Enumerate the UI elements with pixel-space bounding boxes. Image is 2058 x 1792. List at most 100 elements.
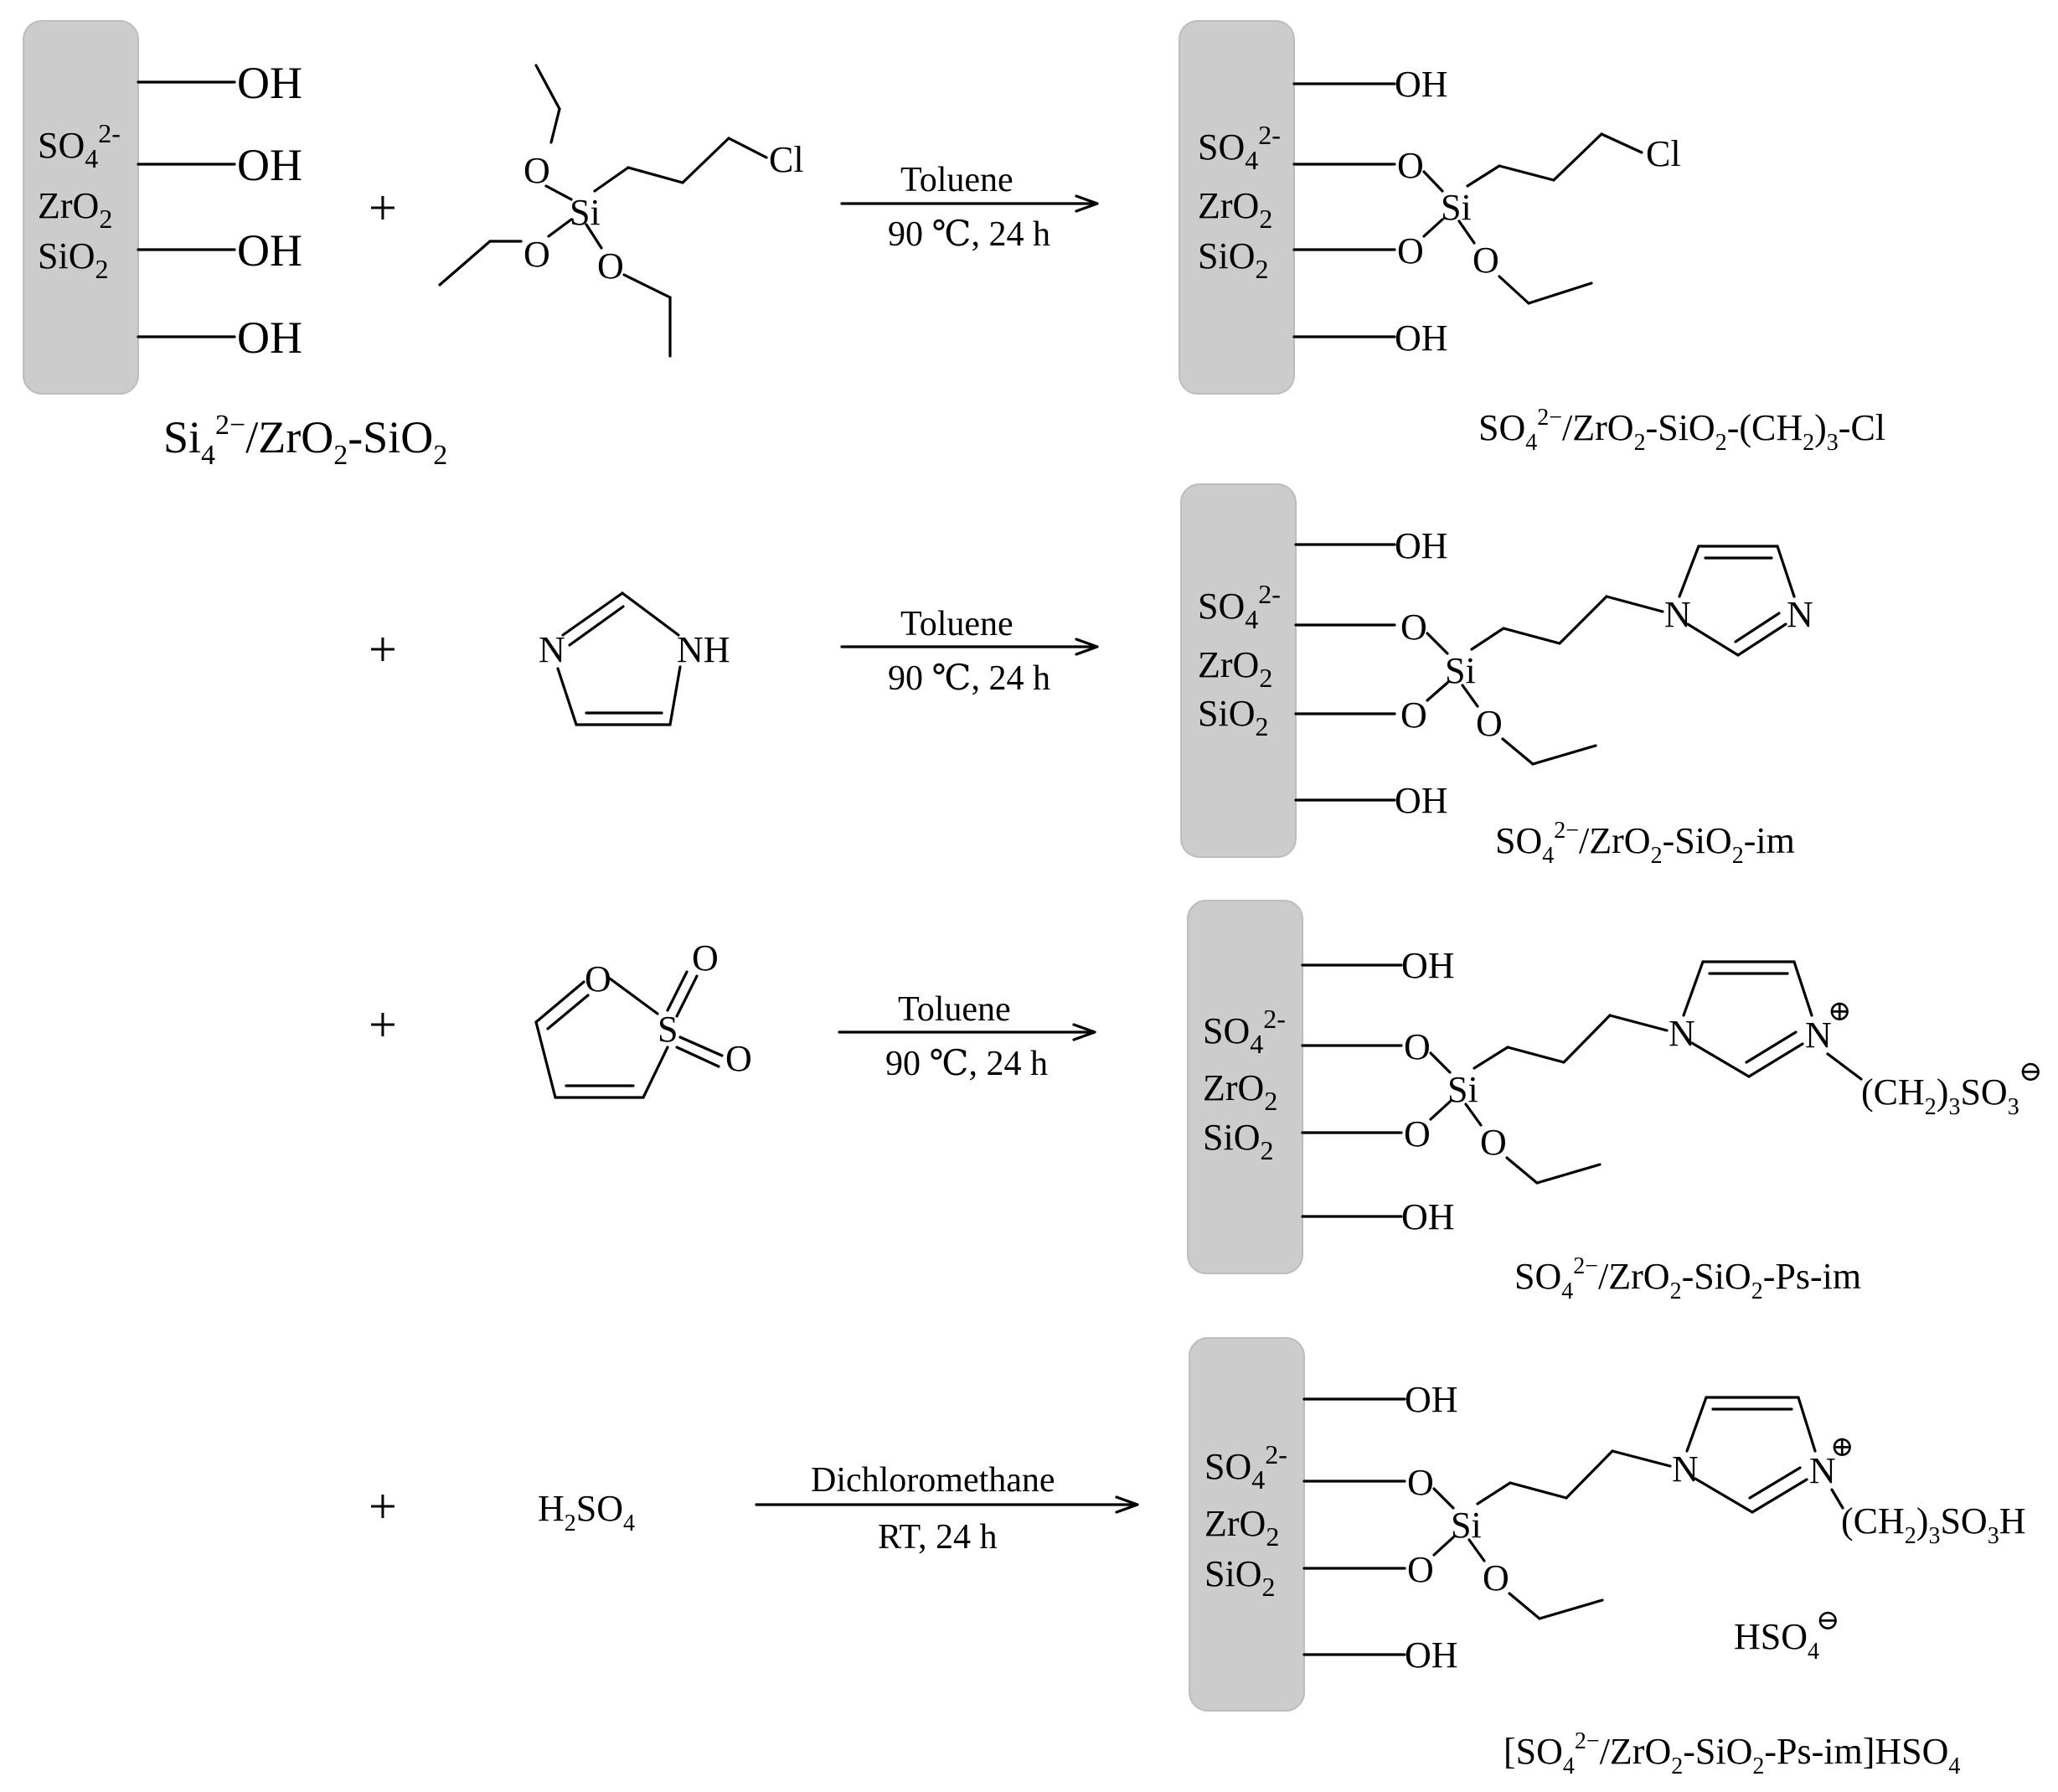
condition-solvent: Toluene — [898, 990, 1011, 1029]
support-label-so4: SO42- — [1203, 1004, 1286, 1059]
oxygen-atom: O — [692, 937, 719, 979]
oxygen-atom: O — [524, 150, 550, 191]
reaction-arrow-4: Dichloromethane RT, 24 h — [755, 1461, 1139, 1557]
silicon-atom: Si — [1445, 650, 1476, 691]
hydroxyl-label: OH — [237, 312, 302, 363]
condition-detail: 90 ℃, 24 h — [885, 1045, 1048, 1083]
reaction-arrow-2: Toluene 90 ℃, 24 h — [840, 605, 1099, 698]
oxygen-atom: O — [1404, 1026, 1431, 1067]
negative-charge: ⊖ — [1816, 1605, 1840, 1636]
nitrogen-atom: N — [1787, 594, 1813, 635]
support-label-sio2: SiO2 — [1203, 1117, 1273, 1165]
hydroxyl-label: OH — [1395, 780, 1448, 821]
positive-charge: ⊕ — [1828, 996, 1852, 1027]
sulfur-atom: S — [658, 1009, 678, 1050]
support-label-sio2: SiO2 — [1198, 235, 1268, 284]
hydroxyl-label: OH — [1405, 1379, 1458, 1420]
nh-group: NH — [677, 629, 730, 670]
support-label-zro2: ZrO2 — [1198, 185, 1272, 234]
condition-detail: 90 ℃, 24 h — [888, 215, 1050, 254]
silicon-atom: Si — [570, 192, 601, 233]
hydroxyl-label: OH — [1395, 64, 1448, 105]
sulfonate-chain: (CH2)3SO3 — [1861, 1072, 2019, 1120]
support-label-zro2: ZrO2 — [1203, 1067, 1277, 1116]
oxygen-atom: O — [725, 1038, 752, 1079]
sulfuric-acid: H2SO4 — [538, 1488, 635, 1536]
hydroxyl-label: OH — [237, 58, 302, 108]
product-1: SO42- ZrO2 SiO2 OH O O OH Si O Cl — [1179, 20, 1681, 395]
oxygen-atom: O — [1400, 607, 1427, 648]
propane-sultone: O S O O — [534, 937, 752, 1099]
product-3-label: SO42−/ZrO2-SiO2-Ps-im — [1514, 1253, 1861, 1304]
support-label-so4: SO42- — [1198, 120, 1281, 175]
support-label-so4: SO42- — [1204, 1439, 1287, 1495]
support-block — [1180, 483, 1297, 858]
oxygen-atom: O — [1483, 1557, 1509, 1598]
support-label-zro2: ZrO2 — [1204, 1503, 1279, 1552]
support-label-zro2: ZrO2 — [38, 185, 112, 234]
condition-solvent: Dichloromethane — [811, 1461, 1055, 1500]
nitrogen-atom: N — [1809, 1450, 1836, 1491]
hydroxyl-label: OH — [237, 140, 302, 190]
silicon-atom: Si — [1447, 1069, 1478, 1110]
oxygen-atom: O — [597, 245, 624, 287]
support-label-so4: SO42- — [38, 118, 121, 173]
bisulfate-anion: HSO4 — [1734, 1616, 1819, 1665]
nitrogen-atom: N — [1664, 594, 1691, 635]
oxygen-atom: O — [1407, 1549, 1434, 1590]
support-label-sio2: SiO2 — [1204, 1553, 1275, 1602]
support-label-sio2: SiO2 — [1198, 693, 1268, 741]
plus-sign: + — [369, 997, 397, 1052]
plus-sign: + — [369, 1479, 397, 1534]
negative-charge: ⊖ — [2019, 1056, 2043, 1087]
reaction-arrow-3: Toluene 90 ℃, 24 h — [838, 990, 1096, 1083]
condition-solvent: Toluene — [900, 161, 1014, 199]
nitrogen-atom: N — [1669, 1013, 1695, 1054]
hydroxyl-label: OH — [237, 225, 302, 276]
product-2: SO42- ZrO2 SiO2 OH O O OH Si O N N — [1180, 483, 1813, 858]
product-2-label: SO42−/ZrO2-SiO2-im — [1495, 818, 1795, 869]
start-support: SO42- ZrO2 SiO2 OH OH OH OH — [23, 20, 302, 395]
imidazole: N NH — [539, 591, 730, 726]
support-block — [1179, 20, 1295, 395]
oxygen-atom: O — [1404, 1113, 1431, 1154]
hydroxyl-label: OH — [1401, 945, 1455, 986]
support-label-so4: SO42- — [1198, 579, 1281, 634]
oxygen-atom: O — [524, 234, 550, 275]
sulfonic-acid-chain: (CH2)3SO3H — [1841, 1500, 2025, 1549]
condition-detail: 90 ℃, 24 h — [888, 659, 1050, 698]
support-block — [1189, 1337, 1305, 1712]
oxygen-atom: O — [1480, 1122, 1507, 1163]
product-1-label: SO42−/ZrO2-SiO2-(CH2)3-Cl — [1478, 405, 1885, 456]
hydroxyl-label: OH — [1395, 525, 1448, 566]
oxygen-atom: O — [1407, 1462, 1434, 1503]
nitrogen-atom: N — [1672, 1449, 1699, 1490]
product-3: SO42- ZrO2 SiO2 OH O O OH Si O N N ⊕ (CH… — [1187, 900, 2043, 1274]
hydroxyl-label: OH — [1405, 1634, 1458, 1676]
plus-sign: + — [369, 622, 397, 677]
positive-charge: ⊕ — [1830, 1432, 1854, 1463]
nitrogen-atom: N — [539, 629, 565, 670]
oxygen-atom: O — [1476, 703, 1503, 744]
chloropropyl-triethoxysilane: Si O O O Cl — [438, 64, 804, 358]
plus-sign: + — [369, 180, 397, 235]
oxygen-atom: O — [1397, 145, 1424, 186]
silicon-atom: Si — [1451, 1505, 1482, 1546]
chlorine-atom: Cl — [769, 139, 804, 180]
support-label-sio2: SiO2 — [38, 235, 108, 284]
oxygen-atom: O — [1473, 240, 1499, 281]
oxygen-atom: O — [585, 958, 611, 999]
hydroxyl-label: OH — [1395, 318, 1448, 359]
condition-solvent: Toluene — [900, 605, 1014, 643]
nitrogen-atom: N — [1805, 1015, 1832, 1056]
chlorine-atom: Cl — [1646, 133, 1681, 174]
product-4: SO42- ZrO2 SiO2 OH O O OH Si O N N ⊕ (CH… — [1189, 1337, 2025, 1712]
condition-detail: RT, 24 h — [878, 1518, 998, 1557]
oxygen-atom: O — [1400, 695, 1427, 736]
support-block — [23, 20, 139, 395]
oxygen-atom: O — [1397, 230, 1424, 271]
silicon-atom: Si — [1441, 187, 1472, 228]
support-block — [1187, 900, 1303, 1274]
support-label-zro2: ZrO2 — [1198, 644, 1272, 693]
